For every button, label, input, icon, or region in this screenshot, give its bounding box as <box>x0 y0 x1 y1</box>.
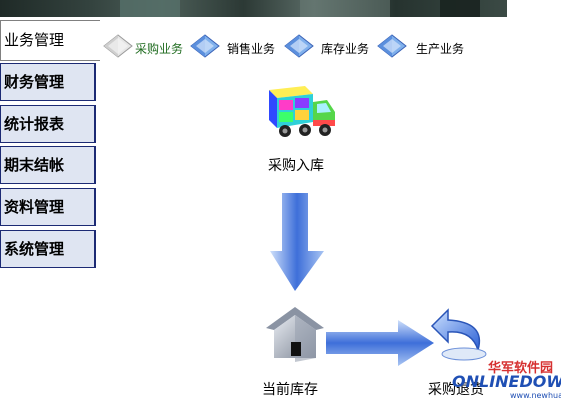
node-label-current-stock: 当前库存 <box>262 382 318 398</box>
watermark-cn: 华军软件园 <box>488 361 554 376</box>
node-label-purchase-in: 采购入库 <box>268 158 324 174</box>
diamond-gem-icon <box>377 34 407 58</box>
watermark-logo: 华军软件园 ONLINEDOWN www.newhua.com <box>452 355 561 400</box>
watermark-url: www.newhua.com <box>510 391 561 400</box>
watermark-en: ONLINEDOWN <box>452 372 561 391</box>
sidebar-item-business[interactable]: 业务管理 <box>0 20 100 61</box>
diamond-gem-icon <box>284 34 314 58</box>
warehouse-house-icon[interactable] <box>264 304 326 366</box>
sidebar-item-period-close[interactable]: 期末结帐 <box>0 146 96 184</box>
flow-arrow-down <box>270 193 324 291</box>
truck-icon[interactable] <box>265 80 337 142</box>
tab-label: 采购业务 <box>135 42 184 56</box>
sidebar-item-reports[interactable]: 统计报表 <box>0 105 96 143</box>
top-banner <box>0 0 507 17</box>
node-label-purchase-return: 采购退货 <box>428 382 484 398</box>
tab-label: 库存业务 <box>321 42 370 56</box>
diamond-gem-icon <box>190 34 220 58</box>
sidebar-item-finance[interactable]: 财务管理 <box>0 63 96 101</box>
tab-label: 销售业务 <box>227 42 276 56</box>
sidebar-item-data[interactable]: 资料管理 <box>0 188 96 226</box>
flow-arrow-right <box>326 320 434 366</box>
return-arrow-icon[interactable] <box>428 302 494 364</box>
diamond-gem-icon <box>103 34 133 58</box>
sidebar-item-system[interactable]: 系统管理 <box>0 230 96 268</box>
tab-label: 生产业务 <box>416 42 465 56</box>
